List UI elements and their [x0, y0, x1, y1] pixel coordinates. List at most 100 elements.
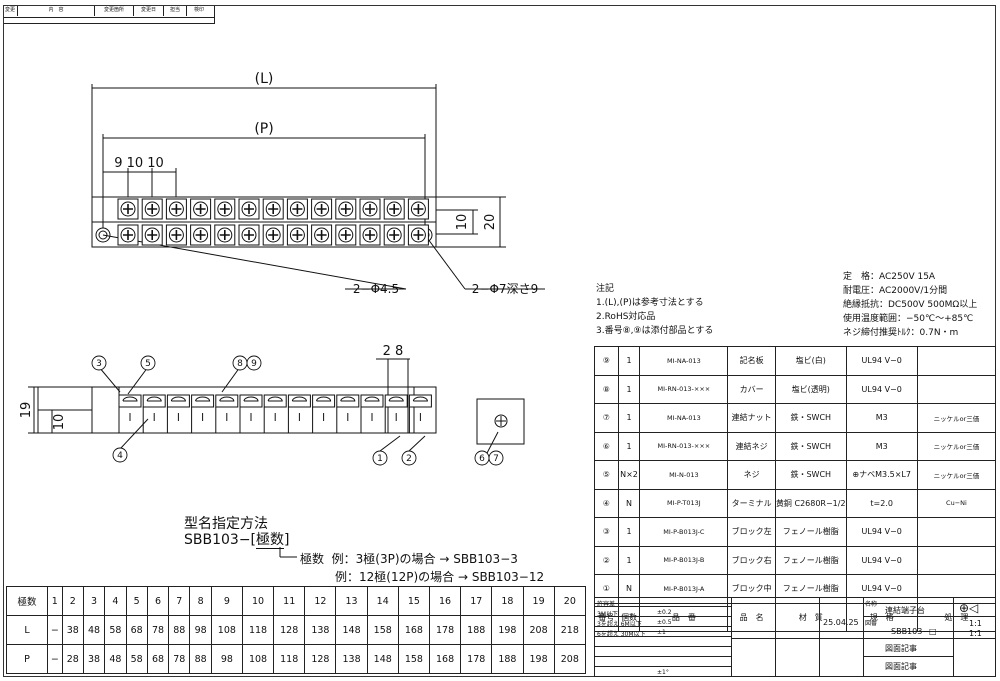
poles-cell: 138 — [335, 644, 368, 674]
balloon-4 — [112, 447, 128, 463]
parts-cell: 記名板 — [727, 346, 776, 376]
dim-height-small: 10 — [455, 214, 470, 231]
parts-cell: M3 — [845, 403, 918, 433]
parts-cell: MI-P-B013J-B — [639, 545, 729, 575]
poles-label-cell: 極数 — [6, 586, 48, 616]
parts-cell: ネジ — [727, 460, 776, 490]
poles-cell: 98 — [189, 615, 212, 645]
parts-cell: カバー — [727, 374, 776, 404]
poles-cell: 20 — [553, 586, 587, 616]
side-view-body — [37, 386, 437, 434]
parts-cell: ニッケルor三価 — [916, 403, 997, 433]
note-1: 1.(L),(P)は参考寸法とする — [596, 298, 704, 308]
dim-height-total: 20 — [483, 214, 498, 231]
balloon-2 — [401, 450, 417, 466]
poles-cell: 138 — [304, 615, 337, 645]
tol-row-2-val: ±0.5 — [657, 619, 672, 626]
scale-1: 1:1 — [969, 619, 982, 628]
parts-header-cell: 材 質 — [774, 602, 847, 632]
poles-cell: 78 — [168, 644, 191, 674]
parts-cell — [916, 574, 997, 604]
change-col: 変更箇所 — [95, 5, 134, 16]
poles-cell: 168 — [397, 615, 430, 645]
parts-cell: 鉄・SWCH — [774, 460, 847, 490]
tol-row-3-range: 6を超え 30M以下 — [597, 631, 646, 638]
poles-cell: 208 — [522, 615, 555, 645]
dim-side-detail: 2 8 — [383, 344, 404, 359]
dim-hole-right: 2−Φ7深さ9 — [472, 282, 538, 296]
parts-cell: MI-P-T013J — [639, 488, 729, 518]
spec-torque: ネジ締付推奨ﾄﾙｸ：0.7N・m — [843, 328, 959, 338]
svg-text:5: 5 — [145, 359, 151, 369]
title-block: 許容差 3M以下 ±0.2 3を超え 6M以下 ±0.5 6を超え 30M以下 … — [594, 597, 996, 677]
balloon-9 — [246, 355, 262, 371]
poles-cell: 158 — [366, 615, 399, 645]
poles-cell: 208 — [553, 644, 587, 674]
svg-text:3: 3 — [96, 359, 102, 369]
poles-cell: 38 — [82, 644, 106, 674]
parts-cell: ⑥ — [594, 431, 619, 461]
parts-header-row: 番号個数品 番品 名材 質規 格処 理 — [594, 602, 997, 632]
balloon-3 — [91, 355, 107, 371]
poles-cell: 68 — [125, 615, 148, 645]
end-view-screw-icon — [494, 414, 508, 428]
poles-cell: 19 — [522, 586, 555, 616]
poles-cell: 1 — [47, 586, 63, 616]
tol-row-3-val: ±1 — [657, 629, 666, 636]
poles-cell: 7 — [168, 586, 191, 616]
poles-cell: 168 — [428, 644, 462, 674]
svg-text:6: 6 — [479, 454, 485, 464]
parts-cell: 鉄・SWCH — [774, 431, 847, 461]
poles-cell: 17 — [460, 586, 493, 616]
number-label: 図番 — [865, 620, 878, 627]
note-3: 3.番号⑧,⑨は添付部品とする — [596, 326, 714, 336]
poles-cell: 178 — [460, 644, 493, 674]
parts-cell: ニッケルor三価 — [916, 431, 997, 461]
poles-label-cell: P — [6, 644, 48, 674]
parts-cell: 1 — [617, 431, 641, 461]
dim-side-small: 10 — [52, 414, 67, 431]
parts-cell: UL94 V−0 — [845, 374, 918, 404]
product-name: 連結端子台 — [885, 606, 925, 615]
poles-cell: 11 — [273, 586, 306, 616]
notes-title: 注記 — [596, 284, 615, 294]
parts-cell: UL94 V−0 — [845, 346, 918, 376]
parts-cell: 塩ビ(白) — [774, 346, 847, 376]
parts-cell: ⑤ — [594, 460, 619, 490]
approval-1: 図面記事 — [885, 644, 917, 653]
parts-cell: UL94 V−0 — [845, 574, 918, 604]
dim-L: (L) — [255, 71, 274, 87]
model-spec-format: SBB103−[極数] — [184, 532, 290, 549]
poles-cell: 198 — [491, 615, 524, 645]
poles-cell: − — [47, 615, 63, 645]
dim-side-total: 19 — [19, 402, 34, 419]
dim-pitch: 9 10 10 — [114, 156, 164, 171]
poles-label-cell: L — [6, 615, 48, 645]
poles-cell: 158 — [397, 644, 430, 674]
poles-cell: 6 — [146, 586, 170, 616]
content-col: 内 容 — [18, 5, 95, 16]
parts-cell: 鉄・SWCH — [774, 403, 847, 433]
parts-cell: 連結ナット — [727, 403, 776, 433]
parts-cell: ④ — [594, 488, 619, 518]
parts-cell: UL94 V−0 — [845, 517, 918, 547]
name-label: 名称 — [865, 601, 878, 608]
parts-cell: 塩ビ(透明) — [774, 374, 847, 404]
parts-cell — [916, 545, 997, 575]
side-segments — [118, 394, 432, 433]
parts-cell: MI-P-B013J-C — [639, 517, 729, 547]
spec-insulation: 絶縁抵抗：DC500V 500MΩ以上 — [843, 300, 978, 310]
parts-cell — [916, 346, 997, 376]
parts-cell: MI-NA-013 — [639, 346, 729, 376]
poles-cell: 218 — [553, 615, 587, 645]
drawing-date: 25.04.25 — [823, 618, 859, 627]
poles-cell: 128 — [304, 644, 337, 674]
